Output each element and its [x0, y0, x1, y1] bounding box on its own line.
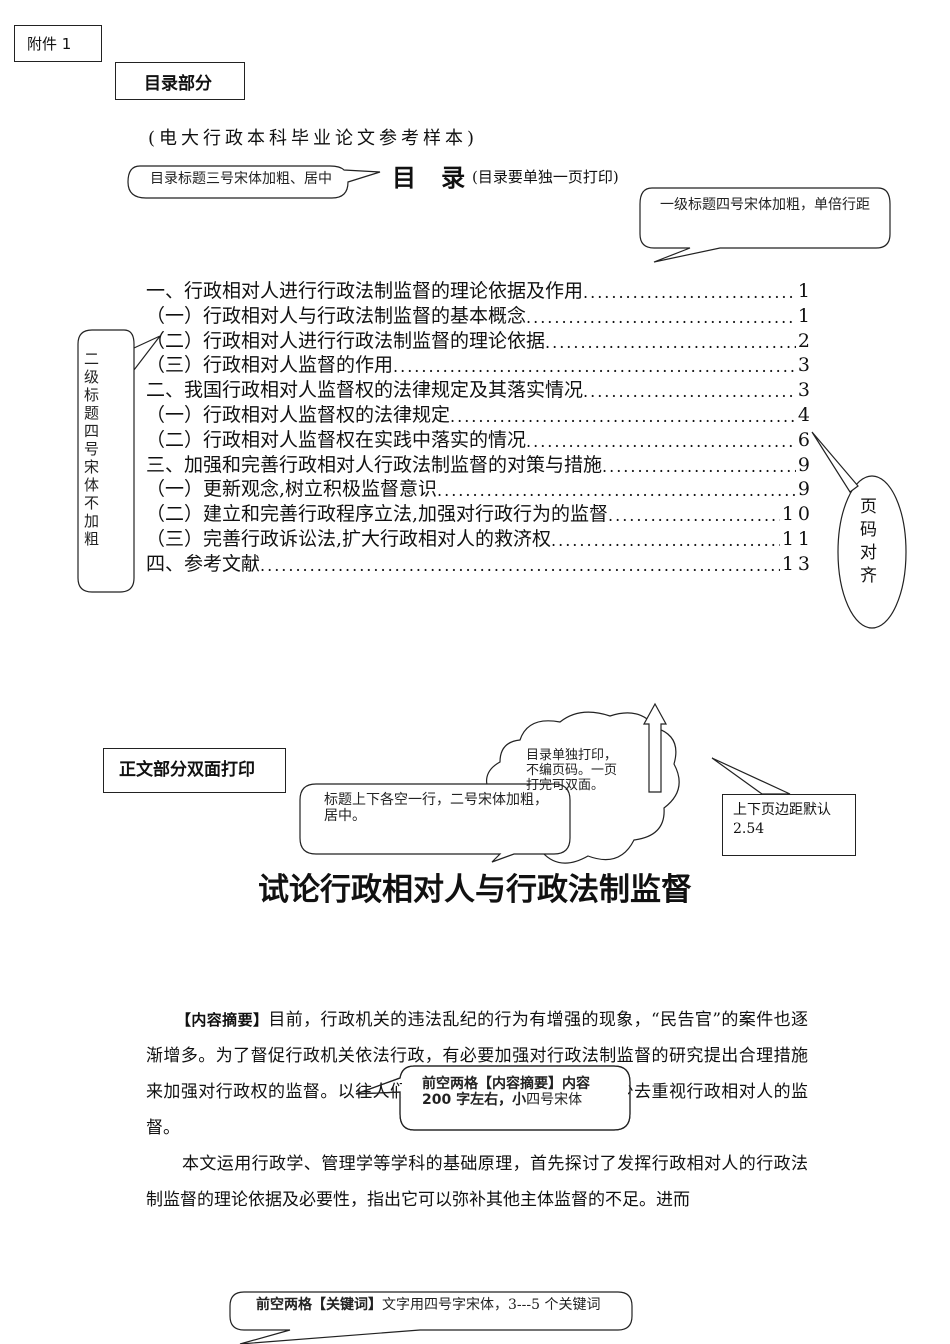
toc-entry-page: 3 [797, 354, 814, 377]
toc-entry-text: 二、我国行政相对人监督权的法律规定及其落实情况 [146, 379, 584, 402]
callout-level2-text: 二级标题四号宋体不加粗 [84, 350, 100, 548]
abstract-paragraph: 【内容摘要】目前，行政机关的违法乱纪的行为有增强的现象，“民告官”的案件也逐渐增… [146, 1002, 808, 1146]
toc-section-label: 目录部分 [115, 62, 245, 100]
callout-keywords-rest: 文字用四号字宋体，3---5 个关键词 [382, 1297, 601, 1313]
abstract-text: 目前，行政机关的违法乱纪的行为有增强的现象，“民告官”的案件也逐渐增多。为了督促… [146, 1010, 808, 1138]
toc-entry[interactable]: （二）行政相对人进行行政法制监督的理论依据 2 [146, 329, 814, 354]
toc-leader-dots [551, 530, 780, 552]
callout-page-align-text: 页码对齐 [860, 497, 877, 586]
toc-leader-dots [545, 332, 796, 354]
body-section-label: 正文部分双面打印 [103, 748, 286, 793]
toc-leader-dots [583, 282, 796, 304]
toc-print-note: (目录要单独一页打印) [472, 168, 619, 186]
toc-entry[interactable]: （三）完善行政诉讼法,扩大行政相对人的救济权 11 [146, 527, 814, 552]
toc-entry-text: （二）行政相对人进行行政法制监督的理论依据 [146, 329, 546, 352]
toc-leader-dots [602, 456, 796, 478]
toc-entry-page: 3 [797, 379, 814, 402]
toc-entry-page: 2 [797, 329, 814, 352]
toc-entry-text: （三）完善行政诉讼法,扩大行政相对人的救济权 [146, 528, 552, 550]
callout-page-align-shape [837, 475, 907, 629]
callout-level1-text: 一级标题四号宋体加粗，单倍行距 [660, 197, 870, 213]
toc-entry[interactable]: （三）行政相对人监督的作用 3 [146, 353, 814, 378]
callout-keywords-shape [229, 1291, 633, 1344]
callout-separate-print-text: 目录单独打印，不编页码。一页打完可双面。 [526, 748, 618, 793]
arrow-up-icon [642, 702, 668, 793]
toc-entry-text: 四、参考文献 [146, 552, 261, 575]
toc-entry[interactable]: 二、我国行政相对人监督权的法律规定及其落实情况 3 [146, 378, 814, 403]
paper-title: 试论行政相对人与行政法制监督 [258, 872, 692, 908]
callout-title-format-text: 标题上下各空一行，二号宋体加粗，居中。 [324, 792, 548, 824]
callout-level1-shape [639, 187, 891, 263]
toc-entry[interactable]: （一）行政相对人监督权的法律规定 4 [146, 403, 814, 428]
toc-entry-text: 一、行政相对人进行行政法制监督的理论依据及作用 [146, 280, 584, 302]
toc-leader-dots [450, 406, 796, 428]
toc-leader-dots [260, 555, 780, 577]
toc-entry-text: （三）行政相对人监督的作用 [146, 354, 394, 377]
toc-leader-dots [437, 480, 796, 502]
toc-entry-page: 4 [797, 404, 814, 426]
callout-level2-shape [77, 329, 161, 593]
toc-leader-dots [608, 505, 780, 527]
toc-entry-text: （一）行政相对人监督权的法律规定 [146, 404, 451, 426]
callout-abstract-bold: 前空两格【内容摘要】内容 200 字左右，小 [422, 1076, 590, 1108]
toc-entry-page: 6 [797, 428, 814, 451]
toc-entry[interactable]: 一、行政相对人进行行政法制监督的理论依据及作用 1 [146, 279, 814, 304]
toc-entry-text: 三、加强和完善行政相对人行政法制监督的对策与措施 [146, 453, 603, 476]
toc-title: 目 录 [392, 163, 466, 192]
callout-keywords-text: 前空两格【关键词】文字用四号字宋体，3---5 个关键词 [256, 1297, 626, 1313]
callout-title-format-shape [299, 783, 571, 863]
toc-entry[interactable]: 四、参考文献 13 [146, 552, 814, 577]
sample-note: (电大行政本科毕业论文参考样本) [148, 128, 479, 149]
toc-entry-text: （二）建立和完善行政程序立法,加强对行政行为的监督 [146, 503, 609, 526]
attachment-label: 附件 1 [14, 25, 102, 62]
callout-abstract-rest: 四号宋体 [526, 1092, 583, 1108]
callout-keywords-bold: 前空两格【关键词】 [256, 1297, 382, 1313]
toc-entry[interactable]: （二）建立和完善行政程序立法,加强对行政行为的监督 10 [146, 502, 814, 527]
toc-entry[interactable]: （一）更新观念,树立积极监督意识 9 [146, 477, 814, 502]
abstract-label: 【内容摘要】 [176, 1011, 269, 1029]
toc-entry-page: 10 [781, 503, 814, 526]
callout-abstract-text: 前空两格【内容摘要】内容 200 字左右，小四号宋体 [422, 1076, 618, 1108]
toc-entry-page: 1 [797, 304, 814, 327]
toc-leader-dots [583, 381, 796, 403]
toc-entry-text: （一）更新观念,树立积极监督意识 [146, 478, 438, 501]
toc-entry-page: 13 [781, 552, 814, 575]
callout-margins: 上下页边距默认 2.54 [722, 794, 856, 856]
toc-entry[interactable]: （一）行政相对人与行政法制监督的基本概念 1 [146, 304, 814, 329]
callout-toc-title-shape [127, 165, 381, 199]
toc-leader-dots [526, 307, 796, 329]
toc-entry-page: 9 [797, 453, 814, 476]
toc-entry[interactable]: 三、加强和完善行政相对人行政法制监督的对策与措施 9 [146, 453, 814, 478]
body-paragraph: 本文运用行政学、管理学等学科的基础原理，首先探讨了发挥行政相对人的行政法制监督的… [146, 1154, 808, 1210]
toc-entry-page: 9 [797, 478, 814, 501]
toc-entry-page: 11 [781, 528, 814, 550]
toc-entry-text: （二）行政相对人监督权在实践中落实的情况 [146, 428, 527, 451]
callout-toc-title-text: 目录标题三号宋体加粗、居中 [150, 171, 332, 187]
toc-entry-text: （一）行政相对人与行政法制监督的基本概念 [146, 304, 527, 327]
toc-entry[interactable]: （二）行政相对人监督权在实践中落实的情况 6 [146, 428, 814, 453]
toc-leader-dots [526, 431, 796, 453]
toc-entry-page: 1 [797, 280, 814, 302]
toc-leader-dots [393, 356, 796, 378]
